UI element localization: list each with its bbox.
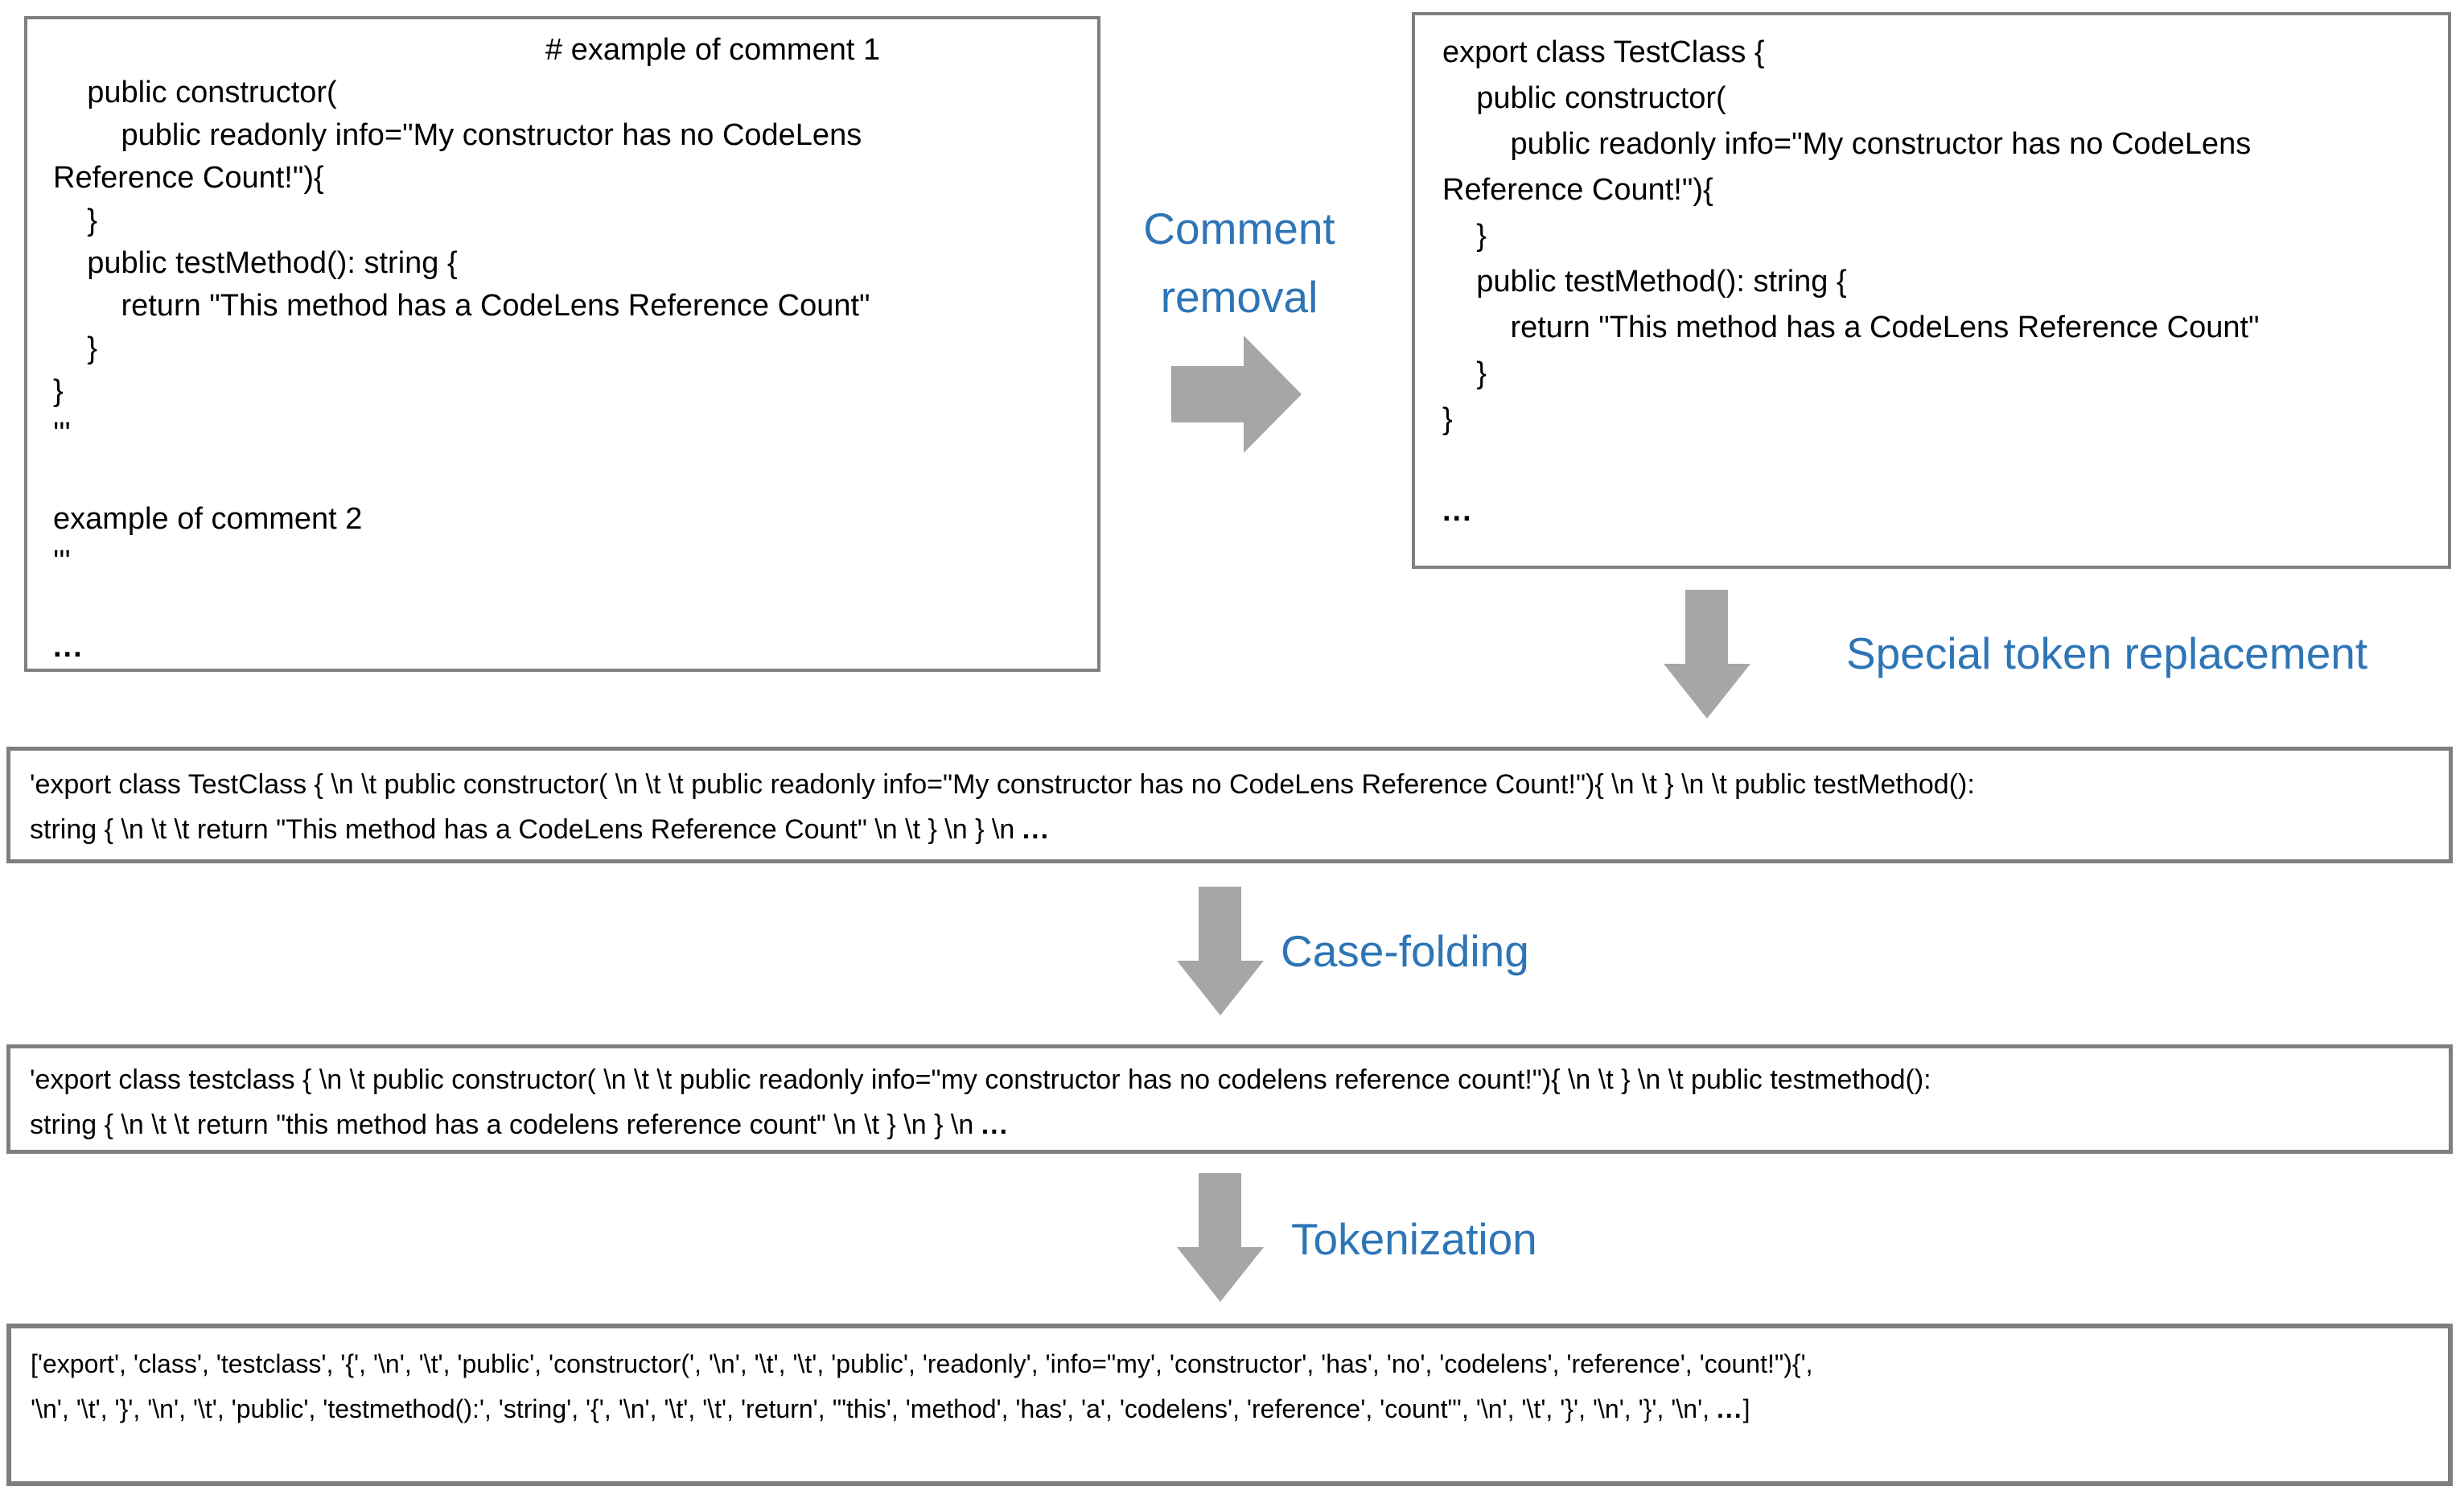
code-line: export class TestClass { # example of co… xyxy=(53,29,1089,72)
code-line: Reference Count!"){ xyxy=(53,161,324,195)
code-line: public constructor( xyxy=(1442,81,1726,115)
code-line: } xyxy=(53,331,97,365)
arrow-head xyxy=(1177,961,1264,1015)
special-token-replaced-box: 'export class TestClass { \n \t public c… xyxy=(6,747,2453,863)
truncation-ellipsis: ... xyxy=(981,1110,1010,1140)
arrow-stem xyxy=(1685,590,1728,665)
arrow-head xyxy=(1244,336,1302,453)
tokenized-output-box: ['export', 'class', 'testclass', '{', '\… xyxy=(6,1324,2453,1486)
case-folding-label: Case-folding xyxy=(1281,926,1529,976)
truncation-ellipsis: ... xyxy=(1442,494,1473,528)
truncation-ellipsis: ... xyxy=(1022,814,1051,845)
code-line: Reference Count!"){ xyxy=(1442,173,1713,207)
code-line: return "This method has a CodeLens Refer… xyxy=(1442,311,2260,344)
flow-text-line: string { \n \t \t return "This method ha… xyxy=(30,807,2429,852)
special-token-replacement-label: Special token replacement xyxy=(1846,628,2368,678)
arrow-stem xyxy=(1171,366,1248,422)
flow-text-line: 'export class testclass { \n \t public c… xyxy=(30,1057,2429,1102)
down-arrow-icon xyxy=(1664,590,1750,719)
code-line: } xyxy=(1442,219,1487,253)
code-line: export class TestClass { xyxy=(1442,35,1765,69)
flow-text: '\n', '\t', '}', '\n', '\t', 'public', '… xyxy=(31,1394,1717,1423)
flow-text-line: '\n', '\t', '}', '\n', '\t', 'public', '… xyxy=(31,1386,2429,1431)
code-line xyxy=(53,583,1089,626)
down-arrow-icon xyxy=(1177,887,1264,1015)
arrow-head xyxy=(1177,1247,1264,1302)
code-line: public readonly info="My constructor has… xyxy=(1442,127,2252,161)
code-line: } xyxy=(1442,402,1453,436)
list-closing-bracket: ] xyxy=(1742,1394,1750,1423)
case-folded-box: 'export class testclass { \n \t public c… xyxy=(6,1044,2453,1154)
truncation-ellipsis: ... xyxy=(1716,1394,1743,1423)
flow-text: ['export', 'class', 'testclass', '{', '\… xyxy=(31,1349,1813,1378)
arrow-stem xyxy=(1199,1173,1241,1249)
code-line: public constructor( xyxy=(53,76,337,109)
arrow-stem xyxy=(1199,887,1241,962)
flow-text: string { \n \t \t return "this method ha… xyxy=(30,1110,981,1140)
original-code-box: export class TestClass { # example of co… xyxy=(24,16,1100,672)
code-line: ''' xyxy=(53,545,71,579)
code-line: } xyxy=(1442,356,1487,390)
flow-text: string { \n \t \t return "This method ha… xyxy=(30,814,1022,845)
flow-text: 'export class testclass { \n \t public c… xyxy=(30,1064,1931,1095)
code-line: public testMethod(): string { xyxy=(53,246,458,280)
flow-text-line: string { \n \t \t return "this method ha… xyxy=(30,1102,2429,1147)
right-arrow-icon xyxy=(1171,336,1302,453)
code-line: example of comment 2 xyxy=(53,502,363,536)
flow-text-line: ['export', 'class', 'testclass', '{', '\… xyxy=(31,1341,2429,1386)
code-line xyxy=(1442,443,2440,488)
code-line: } xyxy=(53,204,97,237)
comment-removal-label: Comment removal xyxy=(1143,204,1335,322)
arrow-head xyxy=(1664,664,1750,719)
code-comment: # example of comment 1 xyxy=(545,33,881,67)
comments-removed-code-box: export class TestClass { public construc… xyxy=(1412,12,2451,569)
code-line: public testMethod(): string { xyxy=(1442,265,1847,299)
truncation-ellipsis: ... xyxy=(53,630,84,664)
code-line: return "This method has a CodeLens Refer… xyxy=(53,289,870,323)
code-line: public readonly info="My constructor has… xyxy=(53,118,862,152)
flow-text: 'export class TestClass { \n \t public c… xyxy=(30,769,1975,800)
code-line: } xyxy=(53,374,64,408)
flow-text-line: 'export class TestClass { \n \t public c… xyxy=(30,762,2429,807)
code-line xyxy=(53,455,1089,498)
tokenization-label: Tokenization xyxy=(1291,1214,1537,1264)
code-line: ''' xyxy=(53,417,71,451)
down-arrow-icon xyxy=(1177,1173,1264,1302)
